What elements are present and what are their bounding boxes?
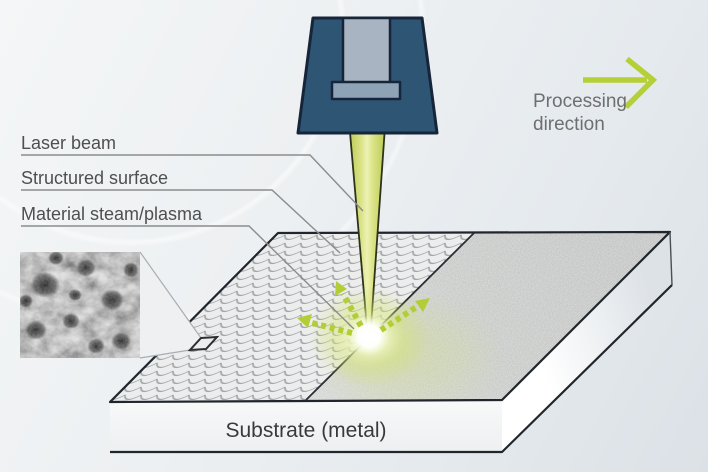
sem-inset — [20, 251, 220, 359]
leader-line-laser-beam — [21, 154, 364, 212]
plasma-arrowhead-left — [297, 314, 312, 328]
callouts: Laser beam Structured surface Material s… — [21, 133, 364, 330]
plasma-arrow-left-line — [311, 320, 353, 336]
magnifier-wedge — [140, 252, 201, 358]
processing-direction: Processing direction — [533, 56, 658, 135]
laser-head — [296, 16, 439, 135]
arrow-right-icon — [583, 56, 658, 109]
substrate-front-face — [110, 400, 502, 452]
sem-micrograph-image — [20, 252, 140, 358]
processing-direction-line1: Processing — [533, 91, 627, 112]
plasma-arrowhead-upright — [415, 298, 430, 312]
magnifier-wedge-edges — [139, 251, 202, 359]
laser-head-column — [341, 16, 392, 86]
substrate-side-face — [502, 232, 672, 452]
plasma-arrowhead-upleft — [335, 281, 347, 296]
callout-label-material-steam-plasma: Material steam/plasma — [21, 204, 203, 224]
plasma-arrow-upleft-line — [340, 292, 364, 328]
callout-label-structured-surface: Structured surface — [21, 168, 168, 188]
plasma-arrow-upright-line — [379, 303, 420, 333]
laser-head-focus-bar — [330, 80, 402, 101]
substrate-label: Substrate (metal) — [225, 419, 386, 442]
leader-line-structured-surface — [21, 189, 341, 254]
plasma-arrowheads — [297, 281, 430, 328]
leader-line-material-steam-plasma — [21, 225, 355, 330]
bottom-edge-outline — [110, 284, 673, 454]
surface-sample-marker — [187, 335, 220, 352]
callout-label-laser-beam: Laser beam — [21, 133, 116, 153]
structured-surface-scale-texture — [110, 233, 474, 402]
substrate-block: Substrate (metal) — [108, 230, 673, 454]
processing-direction-line2: direction — [533, 114, 605, 135]
plasma-ejection-arrows — [311, 292, 420, 336]
right-tip-edge — [669, 231, 673, 286]
